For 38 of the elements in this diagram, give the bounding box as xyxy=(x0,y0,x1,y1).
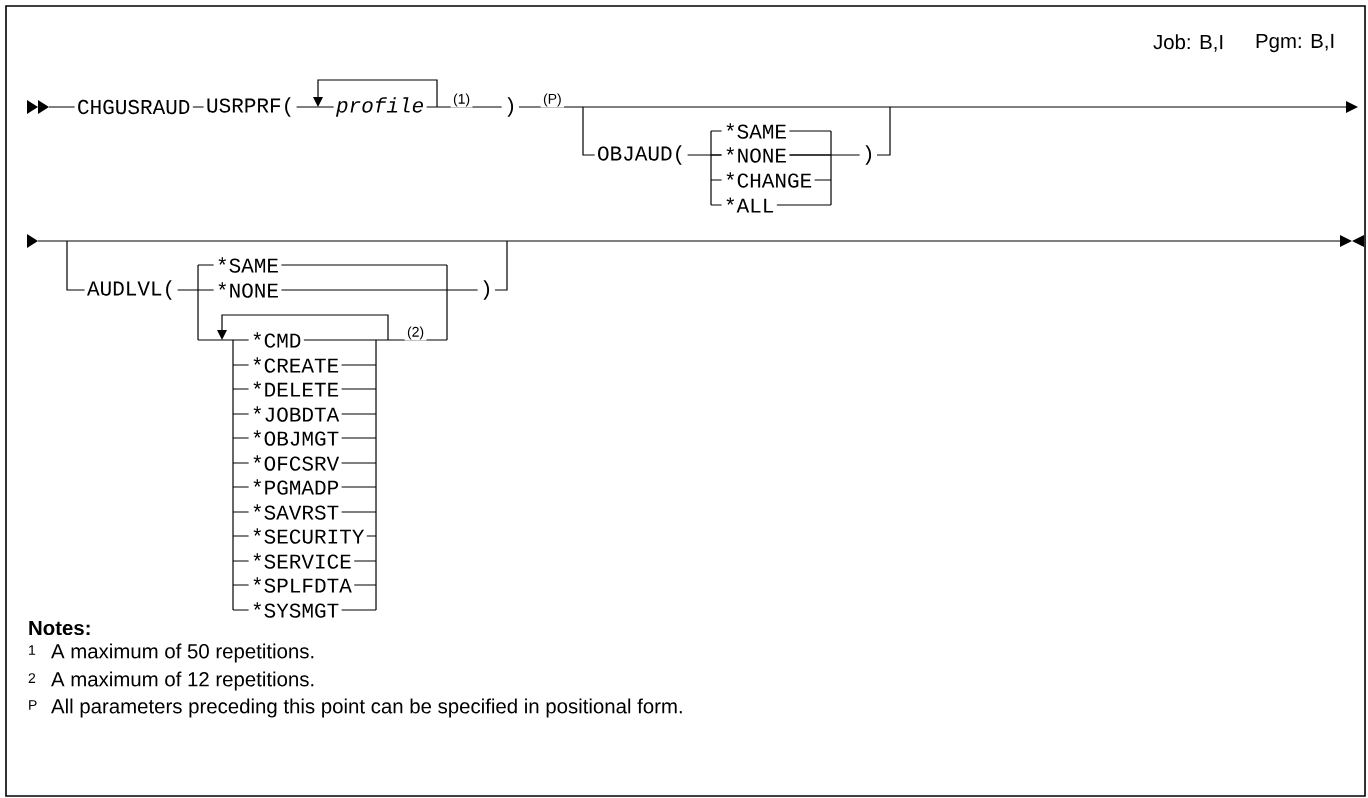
note-text: A maximum of 50 repetitions. xyxy=(48,642,318,664)
note-reference: (2) xyxy=(404,325,427,341)
parameter-keyword: AUDLVL( xyxy=(84,279,178,301)
option-value: *SERVICE xyxy=(248,552,355,570)
note-marker: P xyxy=(25,699,40,711)
option-value: *JOBDTA xyxy=(248,405,342,423)
option-value: *PGMADP xyxy=(248,478,342,496)
note-reference: (1) xyxy=(450,92,473,108)
option-value: *OFCSRV xyxy=(248,454,342,472)
option-value: *CHANGE xyxy=(721,171,815,189)
notes-heading: Notes: xyxy=(25,619,94,637)
option-value: *SAME xyxy=(213,256,282,274)
variable-name: profile xyxy=(333,96,427,118)
header-label: Job: B,I xyxy=(1150,33,1227,53)
option-value: *SPLFDTA xyxy=(248,576,355,594)
option-value: *DELETE xyxy=(248,380,342,398)
note-text: All parameters preceding this point can be specified in positional form. xyxy=(48,697,687,719)
header-label: Pgm: B,I xyxy=(1252,32,1338,54)
note-marker: 1 xyxy=(25,644,39,656)
option-value: *CREATE xyxy=(248,356,342,374)
option-value: *NONE xyxy=(721,146,790,164)
note-marker: 2 xyxy=(25,672,39,684)
parameter-keyword: OBJAUD( xyxy=(594,144,688,166)
option-value: *NONE xyxy=(213,281,282,299)
option-value: *SYSMGT xyxy=(248,601,342,619)
option-value: *SAVRST xyxy=(248,503,342,521)
note-text: A maximum of 12 repetitions. xyxy=(48,670,318,692)
closing-parenthesis: ) xyxy=(859,144,877,166)
closing-parenthesis: ) xyxy=(501,96,519,118)
closing-parenthesis: ) xyxy=(477,279,495,301)
option-value: *OBJMGT xyxy=(248,429,342,447)
option-value: *SAME xyxy=(721,122,790,140)
option-value: *SECURITY xyxy=(248,527,367,545)
command-keyword: CHGUSRAUD xyxy=(74,98,193,116)
parameter-keyword: USRPRF( xyxy=(203,96,297,118)
note-reference: (P) xyxy=(540,92,565,108)
option-value: *CMD xyxy=(248,331,304,349)
option-value: *ALL xyxy=(721,196,777,214)
